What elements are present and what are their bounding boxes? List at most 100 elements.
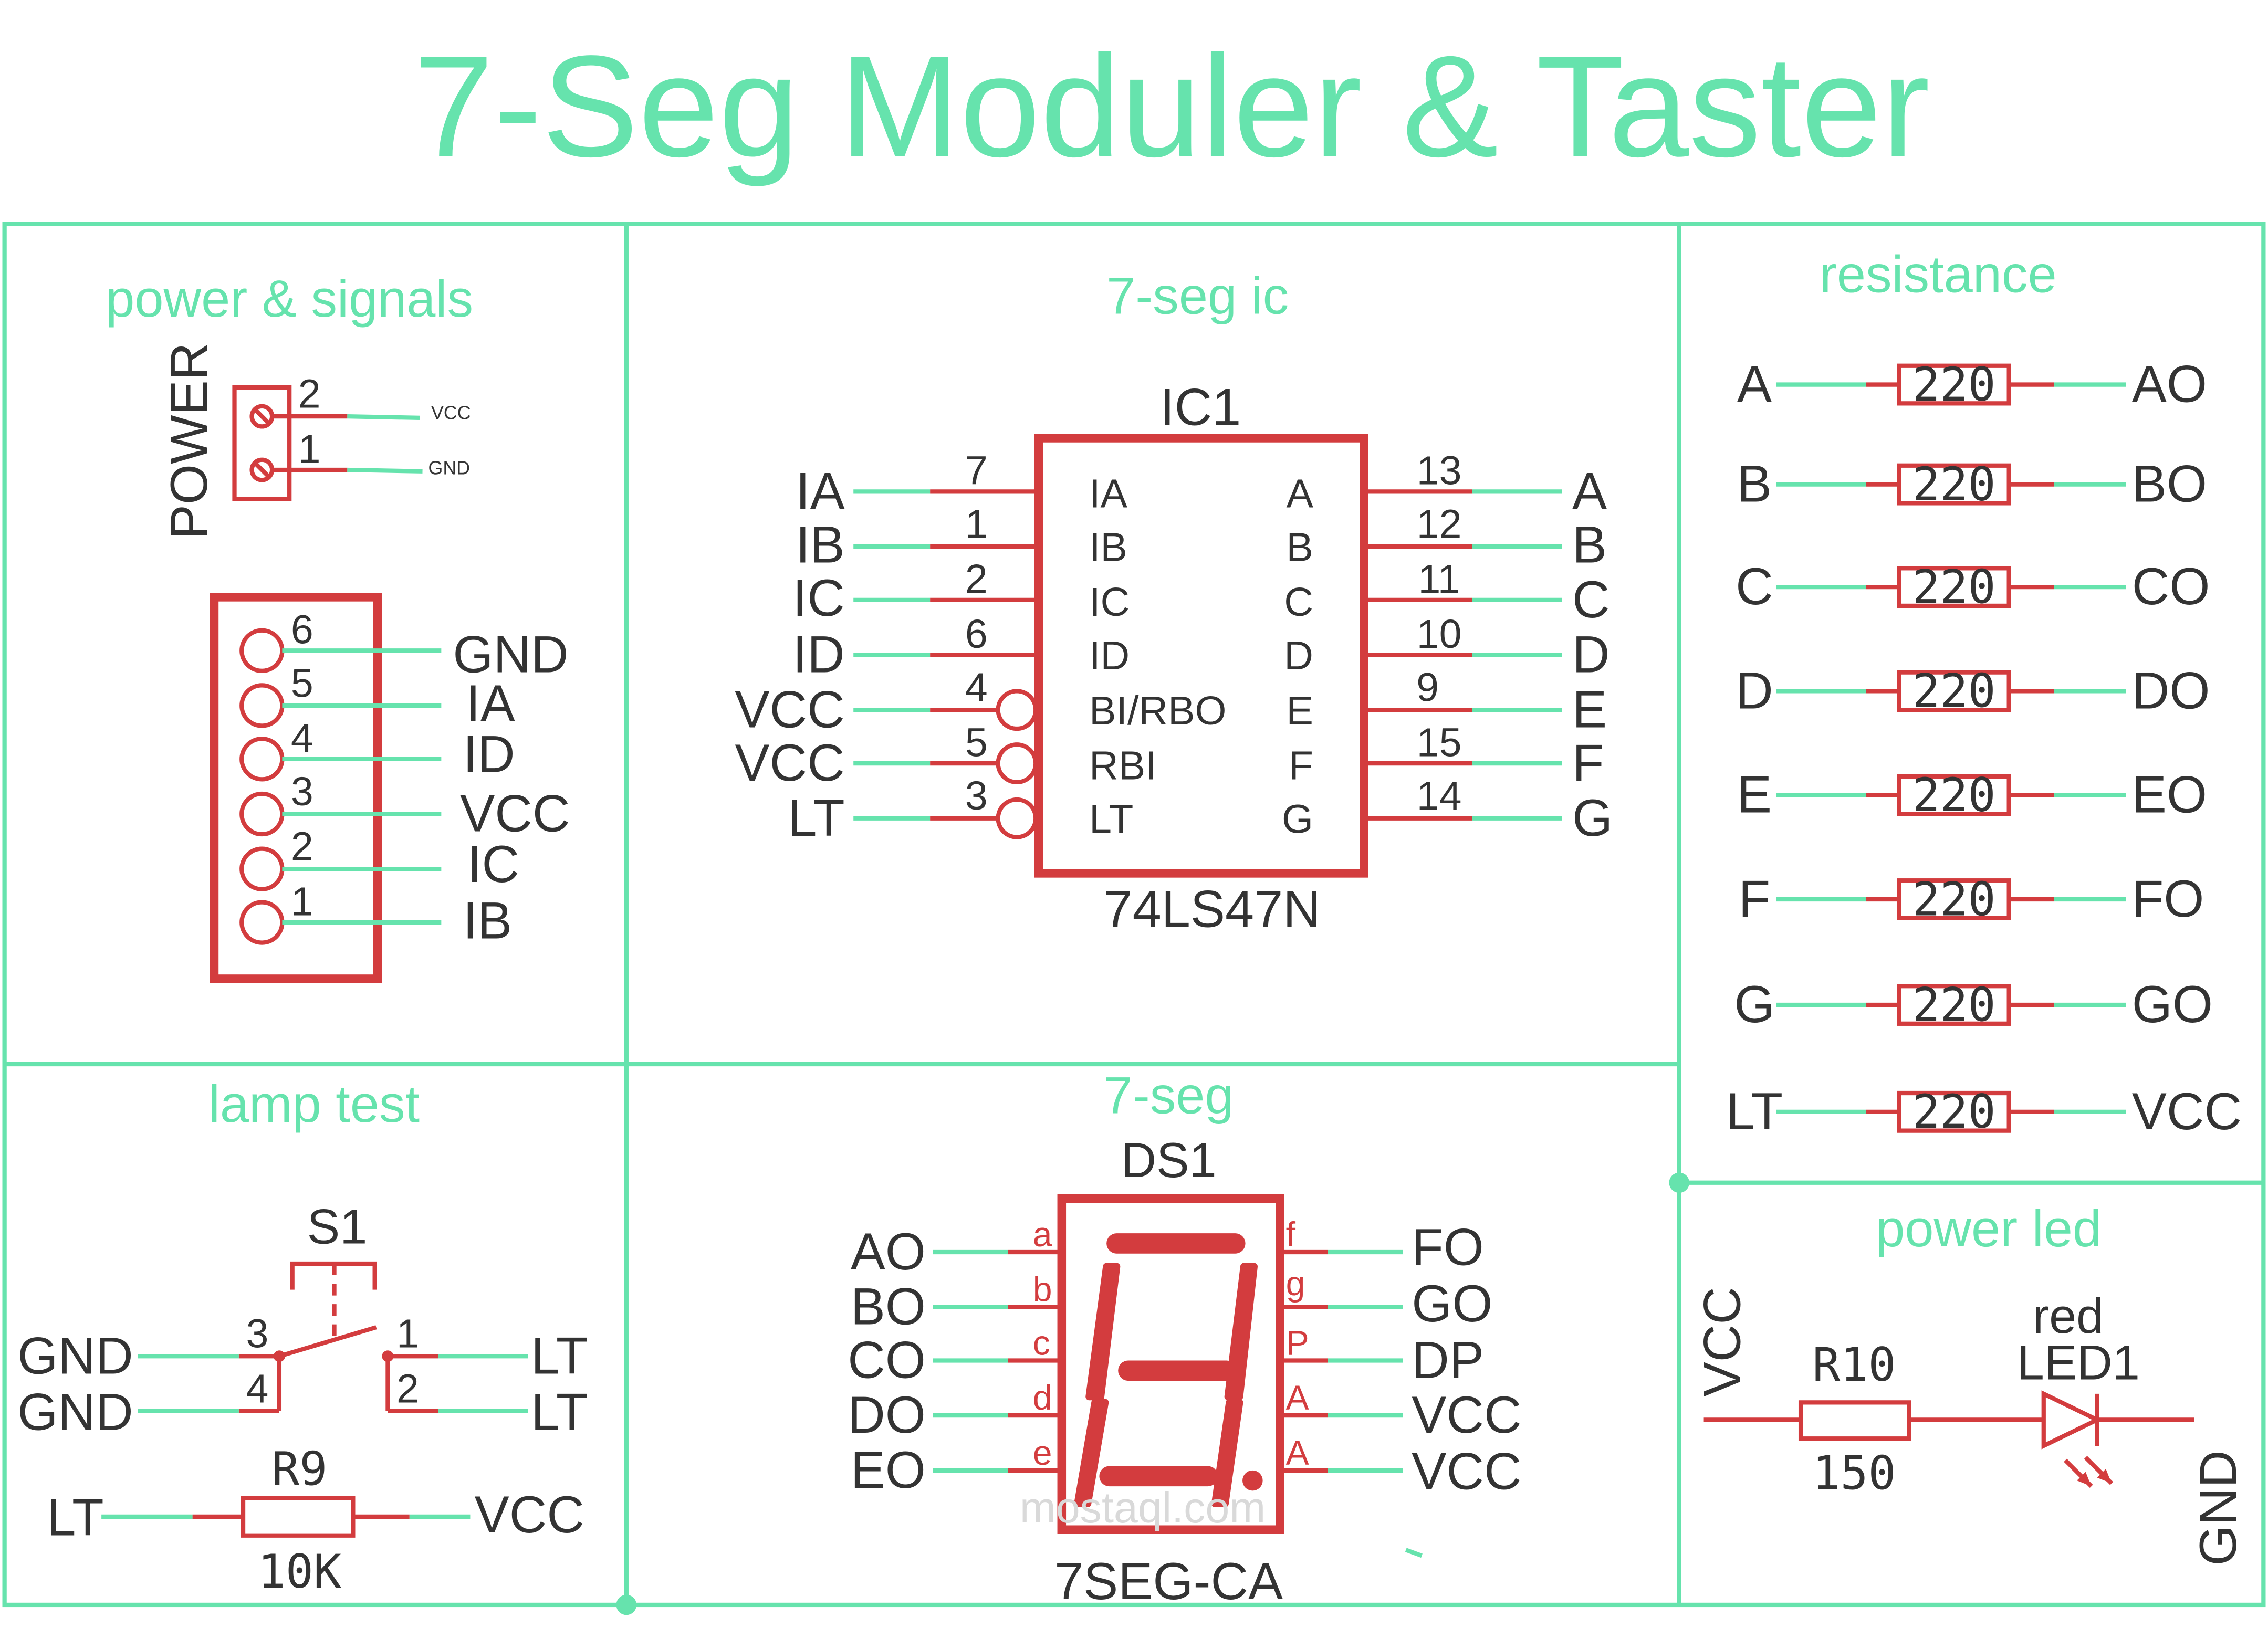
ic-pin-name: A bbox=[1287, 471, 1314, 517]
inversion-bubble bbox=[996, 797, 1038, 839]
net-label: VCC bbox=[475, 1486, 584, 1544]
resistor-value: 220 bbox=[1912, 978, 1995, 1032]
pin-number: 1 bbox=[298, 426, 321, 471]
display-part: 7SEG-CA bbox=[1054, 1552, 1283, 1611]
resistor-name: R10 bbox=[1812, 1338, 1896, 1392]
pin-number: 7 bbox=[965, 448, 988, 493]
net-label: GO bbox=[2132, 975, 2213, 1034]
net-label: VCC bbox=[1693, 1287, 1751, 1396]
resistor-r10 bbox=[1703, 1400, 2044, 1441]
pin-header bbox=[210, 593, 382, 983]
net-label: EO bbox=[2132, 766, 2207, 824]
pin-number: 2 bbox=[396, 1366, 419, 1411]
net-label: DO bbox=[2132, 661, 2210, 720]
net-label: IC bbox=[467, 835, 519, 894]
frame bbox=[2, 222, 2266, 1615]
net-label: IC bbox=[793, 569, 845, 627]
led-name: LED1 bbox=[2017, 1335, 2140, 1390]
net-label: E bbox=[1572, 680, 1607, 739]
ic-pin-name: BI/RBO bbox=[1089, 688, 1226, 733]
seven-segment-digit bbox=[1074, 1233, 1263, 1508]
net-label: GND bbox=[17, 1383, 133, 1442]
net-label: GND bbox=[428, 457, 471, 478]
pin-number: 14 bbox=[1417, 773, 1462, 818]
display-pin-name: e bbox=[1033, 1434, 1052, 1473]
pin-number: 12 bbox=[1417, 501, 1462, 547]
pin-number: 10 bbox=[1417, 612, 1462, 657]
net-label: B bbox=[1572, 516, 1607, 574]
net-label: D bbox=[1736, 661, 1773, 720]
display-pin-name: d bbox=[1033, 1379, 1052, 1417]
pin-number: 4 bbox=[291, 716, 313, 761]
net-label: GO bbox=[1412, 1275, 1492, 1333]
net-label: VCC bbox=[1412, 1386, 1521, 1444]
section-title: lamp test bbox=[208, 1075, 420, 1133]
net-label: C bbox=[1736, 558, 1773, 616]
net-label: F bbox=[1572, 734, 1604, 792]
net-label: A bbox=[1572, 462, 1607, 520]
resistor-r9 bbox=[101, 1496, 471, 1538]
power-signals-section: power & signals POWER 2 1 VCC GND 6 5 4 … bbox=[106, 270, 570, 983]
ic-pin-name: IA bbox=[1089, 471, 1127, 517]
ic-pin-name: F bbox=[1289, 743, 1313, 788]
net-label: LT bbox=[788, 789, 844, 847]
display-name: DS1 bbox=[1121, 1132, 1217, 1188]
pin-number: 5 bbox=[965, 720, 988, 765]
display-pin-name: P bbox=[1286, 1324, 1309, 1362]
section-title: power & signals bbox=[106, 270, 473, 328]
ic-pin-name: LT bbox=[1089, 796, 1133, 842]
resistor-value: 220 bbox=[1912, 872, 1995, 926]
resistor-value: 220 bbox=[1912, 1085, 1995, 1139]
ic-right-wires bbox=[1364, 489, 1562, 821]
ic-pin-name: IB bbox=[1089, 525, 1127, 570]
net-label: VCC bbox=[460, 785, 570, 843]
section-title: resistance bbox=[1820, 245, 2057, 303]
resistor-value: 220 bbox=[1912, 358, 1995, 412]
net-label: VCC bbox=[431, 403, 471, 424]
net-label: CO bbox=[2132, 558, 2210, 616]
net-label: LT bbox=[47, 1489, 103, 1547]
pin-number: 5 bbox=[291, 660, 313, 706]
ic-pin-name: IC bbox=[1089, 580, 1130, 625]
switch-name: S1 bbox=[307, 1199, 368, 1254]
ic-pin-name: C bbox=[1284, 580, 1313, 625]
net-label: GND bbox=[2189, 1450, 2248, 1566]
lamp-test-section: lamp test S1 3 4 1 2 GND GND LT LT bbox=[17, 1075, 588, 1599]
pin-number: 3 bbox=[291, 769, 313, 814]
display-pin-name: A bbox=[1286, 1434, 1309, 1473]
ic-pin-name: ID bbox=[1089, 633, 1130, 678]
net-label: A bbox=[1737, 355, 1772, 414]
net-label: IB bbox=[463, 891, 513, 950]
display-wires bbox=[933, 1249, 1403, 1473]
inversion-bubble bbox=[996, 742, 1038, 785]
junction-dot bbox=[616, 1594, 637, 1615]
pushbutton-switch bbox=[137, 1261, 528, 1414]
net-label: FO bbox=[1412, 1219, 1484, 1277]
ic-part: 74LS47N bbox=[1104, 880, 1321, 938]
pin-number: 1 bbox=[396, 1311, 419, 1357]
net-label: C bbox=[1572, 571, 1610, 629]
net-label: GND bbox=[453, 626, 568, 684]
section-title: power led bbox=[1876, 1200, 2102, 1258]
pin-number: 6 bbox=[291, 607, 313, 653]
pin-number: 1 bbox=[965, 501, 988, 547]
net-label: LT bbox=[531, 1327, 588, 1385]
power-connector bbox=[232, 385, 292, 501]
net-label: IA bbox=[466, 675, 515, 733]
display-pin-name: f bbox=[1286, 1215, 1296, 1254]
pin-number: 3 bbox=[246, 1311, 269, 1357]
net-label: G bbox=[1734, 975, 1774, 1034]
pin-number: 4 bbox=[965, 665, 988, 710]
net-label: ID bbox=[463, 726, 515, 784]
net-label: DO bbox=[848, 1386, 926, 1444]
display-pin-name: A bbox=[1286, 1379, 1309, 1417]
led-color: red bbox=[2033, 1288, 2104, 1343]
pin-number: 13 bbox=[1417, 448, 1462, 493]
ic-left-wires bbox=[853, 489, 1039, 839]
